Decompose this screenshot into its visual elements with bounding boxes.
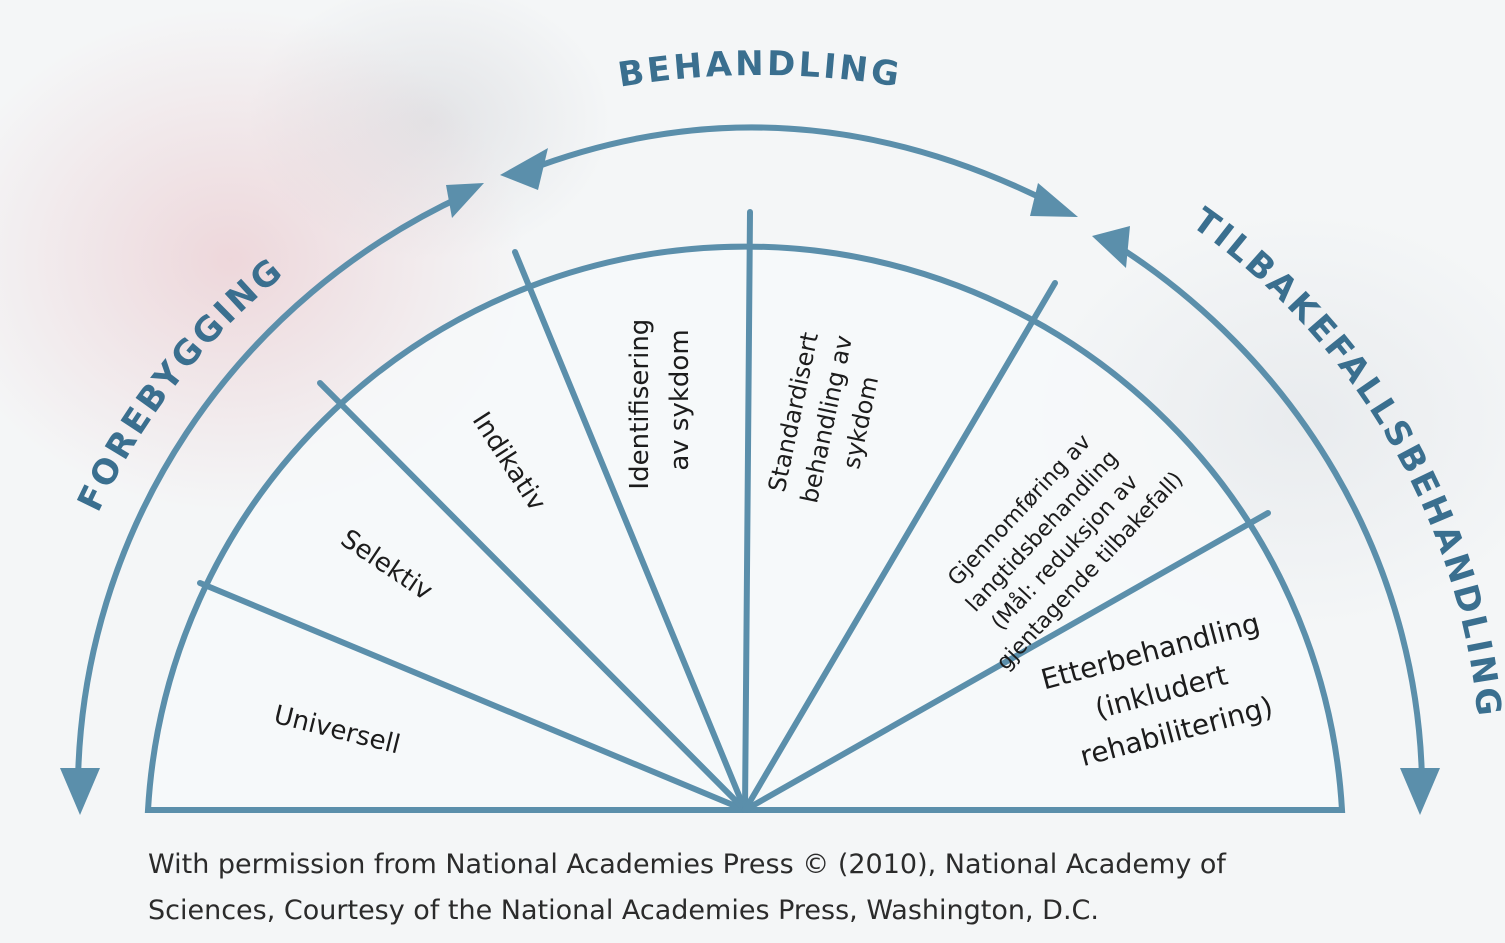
divider-line	[742, 280, 1058, 813]
arrow-head-icon	[60, 768, 100, 815]
permission-caption: With permission from National Academies …	[148, 842, 1428, 934]
segment-line: Identifisering	[625, 319, 655, 490]
fan-dividers	[197, 209, 1271, 813]
divider-line	[317, 380, 748, 813]
forebygging-label: FOREBYGGING	[70, 249, 289, 517]
divider-line	[197, 580, 748, 813]
svg-text:BEHANDLING: BEHANDLING	[615, 44, 904, 96]
arrow-head-icon	[446, 183, 484, 218]
caption-line-1: With permission from National Academies …	[148, 849, 1226, 880]
forebygging-arrow-arc	[75, 192, 467, 781]
divider-line	[742, 510, 1271, 813]
svg-text:FOREBYGGING: FOREBYGGING	[70, 249, 292, 517]
behandling-label: BEHANDLING	[615, 44, 901, 96]
divider-line	[742, 209, 753, 813]
segment-line: av sykdom	[665, 329, 695, 470]
arrow-head-icon	[1400, 768, 1440, 815]
tilbakefall-arrow-arc	[1106, 237, 1425, 781]
arrow-head-icon	[500, 148, 548, 190]
arrow-head-icon	[1030, 183, 1078, 217]
divider-line	[512, 249, 748, 813]
caption-line-2: Sciences, Courtesy of the National Acade…	[148, 895, 1099, 926]
behandling-arrow-arc	[526, 124, 1057, 208]
arrow-head-icon	[1092, 226, 1130, 268]
segment-identifisering: Identifisering av sykdom	[625, 310, 695, 489]
